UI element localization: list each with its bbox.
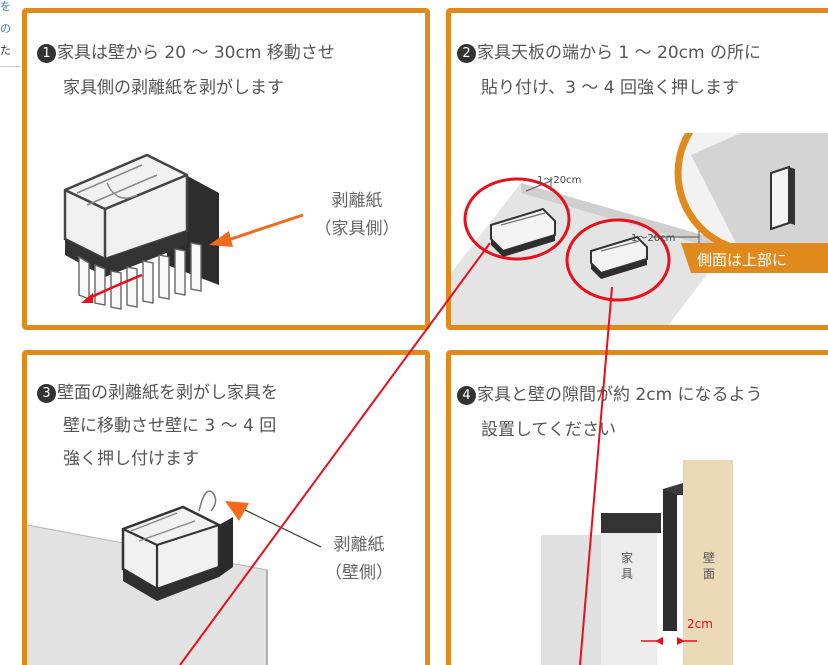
step-4-text-line2: 設置してください [481,420,616,440]
step-number-badge: 3 [37,384,56,403]
wall-label: 壁面 [703,551,716,581]
dimension-label: 1～20cm [631,233,676,244]
furniture-label: 家具 [621,551,634,581]
furniture-top-illustration [451,133,828,325]
step-number-badge: 1 [37,44,56,63]
step-1-text-line2: 家具側の剥離紙を剥がします [63,78,284,98]
dimension-label: 1～20cm [537,175,582,186]
step-3-text-line3: 強く押し付けます [63,449,199,469]
adhesive-bracket-furniture-side-illustration [63,153,219,310]
side-text-line: た [0,44,11,57]
step-number-badge: 2 [457,44,476,63]
release-paper-label: 剥離紙 （壁側） [325,535,393,583]
release-paper-label: 剥離紙 （家具側） [314,191,400,239]
side-text-line[interactable]: の [0,22,11,35]
cropped-side-text: を の た [0,0,20,70]
orange-arrow [209,213,304,247]
gap-dimension-label: 2cm [687,617,713,631]
furniture-gap-diagram [541,460,733,665]
step-3-text-line2: 壁に移動させ壁に 3 ～ 4 回 [63,416,277,436]
divider [0,66,20,67]
step-number-badge: 4 [457,386,476,405]
side-text-line[interactable]: を [0,0,11,13]
callout-caption: 側面は上部に [697,251,788,269]
step-2-text-line2: 貼り付け、3 ～ 4 回強く押します [481,78,739,98]
